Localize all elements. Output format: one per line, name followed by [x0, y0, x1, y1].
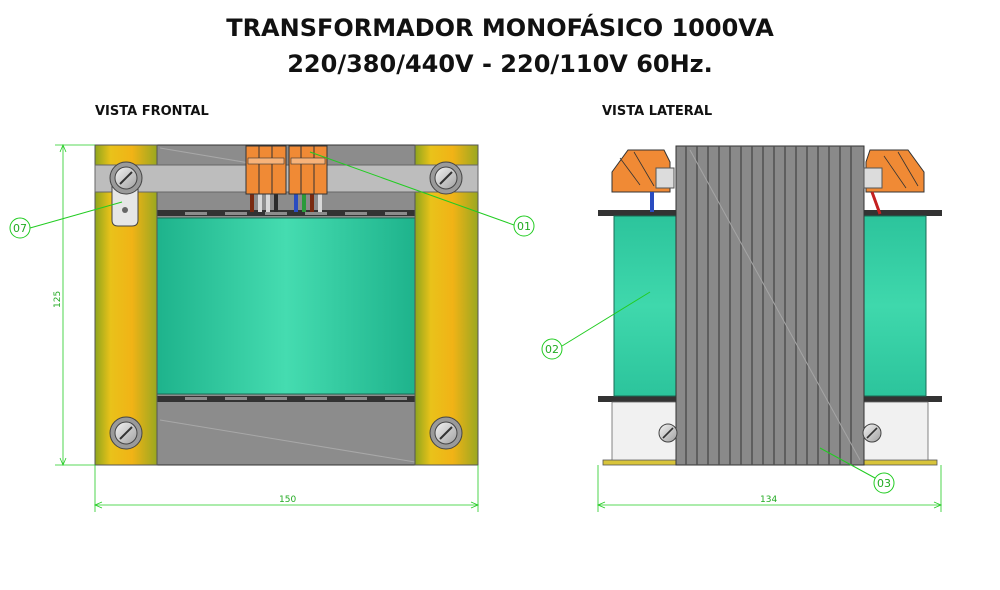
callout-07: 07 — [9, 201, 123, 239]
callout-03: 03 — [819, 447, 895, 494]
front-right-clamp — [414, 144, 479, 466]
side-screw-left — [658, 423, 678, 443]
lamination-lines — [685, 146, 852, 465]
side-left-coil — [613, 215, 677, 397]
side-width-value: 134 — [760, 495, 777, 505]
side-screw-right — [862, 423, 882, 443]
callout-07-label: 07 — [13, 222, 27, 235]
callout-02-label: 02 — [545, 343, 559, 356]
callout-01: 01 — [309, 151, 535, 237]
terminal-wires — [250, 192, 322, 212]
terminal-block-left — [245, 145, 287, 195]
callout-01-label: 01 — [517, 220, 531, 233]
side-terminal-right — [863, 149, 925, 215]
side-view-label: VISTA LATERAL — [602, 104, 713, 119]
side-lamination-stack — [675, 145, 865, 466]
front-width-dimension — [93, 465, 480, 512]
callout-03-label: 03 — [877, 477, 891, 490]
terminal-block-right — [288, 145, 328, 195]
screw-top-right — [429, 161, 463, 195]
side-right-coil — [863, 215, 927, 397]
diagram-title: TRANSFORMADOR MONOFÁSICO 1000VA — [226, 14, 774, 42]
screw-bottom-right — [429, 416, 463, 450]
screw-top-left — [109, 161, 143, 195]
front-height-dimension — [55, 143, 95, 467]
screw-bottom-left — [109, 416, 143, 450]
front-width-value: 150 — [279, 495, 296, 505]
side-terminal-left — [611, 149, 675, 212]
side-width-dimension — [596, 465, 943, 512]
diagram-subtitle: 220/380/440V - 220/110V 60Hz. — [287, 50, 713, 78]
front-view-label: VISTA FRONTAL — [95, 104, 209, 119]
side-view: 134 02 03 — [541, 145, 943, 512]
front-height-value: 125 — [53, 291, 63, 308]
front-view: 125 150 07 01 — [9, 143, 535, 512]
front-coil — [156, 217, 416, 395]
callout-02: 02 — [541, 291, 651, 360]
